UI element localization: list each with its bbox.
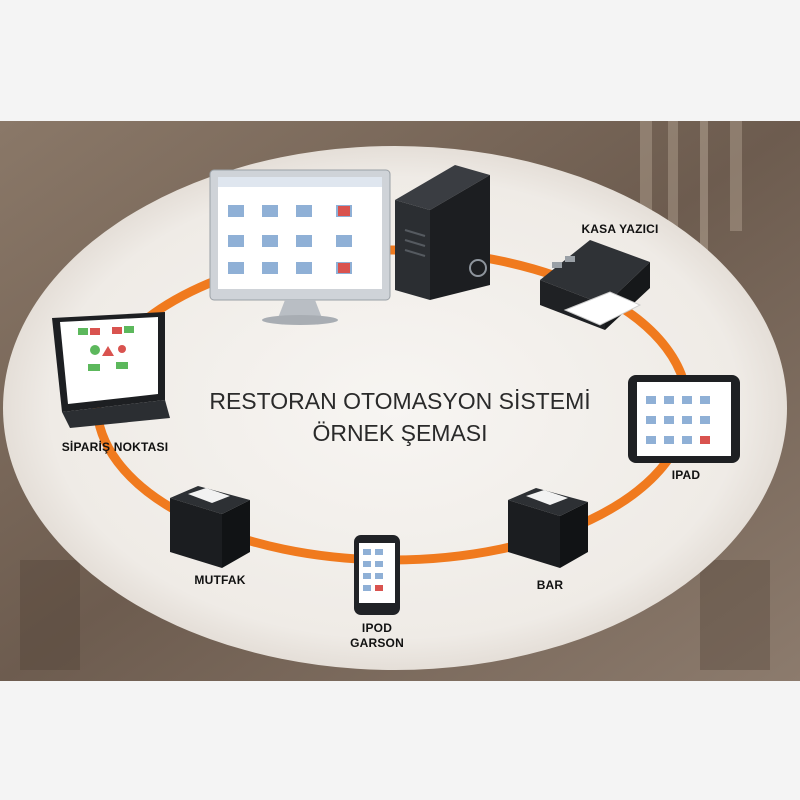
- label-kasa-yazici: KASA YAZICI: [581, 222, 659, 236]
- label-siparis-noktasi: SİPARİŞ NOKTASI: [61, 440, 169, 454]
- ipad-icon: [628, 375, 740, 463]
- tower-pc-icon: [395, 165, 490, 300]
- desktop-monitor-icon: [209, 169, 391, 325]
- diagram-title-line1: RESTORAN OTOMASYON SİSTEMİ: [209, 388, 591, 414]
- kitchen-printer-icon: [170, 486, 250, 568]
- label-ipod: IPOD: [361, 621, 393, 635]
- label-garson: GARSON: [350, 636, 404, 650]
- touch-terminal-icon: [52, 312, 170, 428]
- ipod-icon: [354, 535, 400, 615]
- bar-printer-icon: [508, 488, 588, 568]
- label-mutfak: MUTFAK: [194, 573, 246, 587]
- receipt-printer-icon: [540, 240, 650, 330]
- label-bar: BAR: [536, 578, 564, 592]
- label-ipad: IPAD: [671, 468, 701, 482]
- diagram-title-line2: ÖRNEK ŞEMASI: [312, 420, 488, 446]
